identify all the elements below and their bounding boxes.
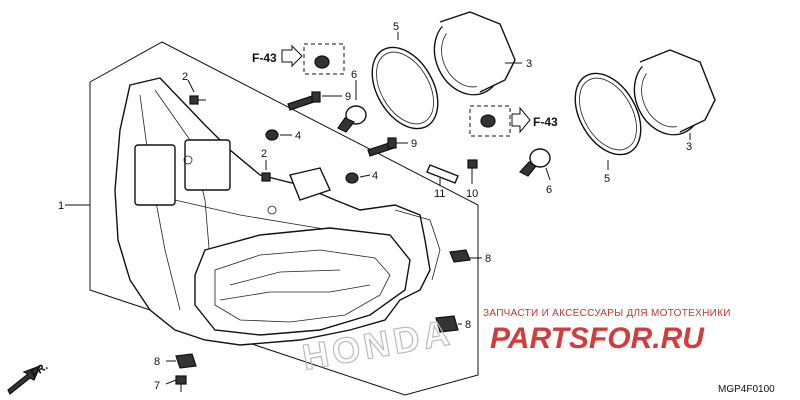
cover-3-lower: [633, 49, 716, 140]
watermark-caption: ЗАПЧАСТИ И АКСЕССУАРЫ ДЛЯ МОТОТЕХНИКИ: [483, 308, 731, 319]
seal-ring-5-upper: [371, 32, 439, 130]
ref-label-right: F-43: [533, 115, 558, 129]
clip-8-bottom: [166, 353, 197, 369]
bulb-6-upper: [337, 80, 367, 133]
screw-2-upper: [187, 79, 206, 105]
headlight-housing: [114, 77, 441, 346]
bulb-6-lower: [519, 148, 551, 181]
ref-f43-left: [281, 43, 345, 75]
callout-8-right-upper: 8: [485, 253, 491, 265]
assembly-frame: [89, 41, 479, 396]
callout-8-right-lower: 8: [465, 319, 471, 331]
ref-f43-right: [469, 105, 531, 137]
callout-2-lower: 2: [261, 148, 267, 160]
diagram-code: MGP4F0100: [718, 384, 775, 395]
grommet-4-upper: [265, 129, 292, 141]
screw-2-lower: [261, 160, 271, 182]
seal-ring-5-lower: [574, 72, 642, 170]
callout-9-upper: 9: [345, 91, 351, 103]
bolt-9-upper: [287, 91, 342, 111]
callout-3-upper: 3: [526, 58, 532, 70]
callout-10: 10: [466, 188, 478, 200]
callout-11: 11: [434, 188, 445, 200]
callout-9-lower: 9: [411, 138, 417, 150]
callout-7: 7: [154, 380, 160, 392]
callout-8-bottom: 8: [154, 356, 160, 368]
front-arrow-icon: [7, 364, 42, 395]
connector-11: [426, 164, 459, 186]
bolt-9-lower: [367, 137, 408, 157]
screw-7: [165, 375, 187, 392]
clip-8-right-lower: [435, 315, 462, 333]
callout-5-upper: 5: [393, 21, 399, 33]
ref-label-left: F-43: [252, 51, 277, 65]
callout-6-lower: 6: [546, 184, 552, 196]
grommet-4-lower: [345, 172, 371, 184]
callout-1: 1: [58, 200, 64, 212]
callout-5-lower: 5: [604, 173, 610, 185]
callout-6-upper: 6: [351, 69, 357, 81]
callout-4-upper: 4: [295, 130, 301, 142]
watermark-site: PARTSFOR.RU: [490, 322, 705, 355]
callout-4-lower: 4: [372, 170, 378, 182]
bolt-10: [467, 159, 478, 184]
clip-8-right-upper: [449, 249, 482, 263]
cover-3-upper: [433, 11, 522, 96]
callout-3-lower: 3: [686, 141, 692, 153]
callout-2-upper: 2: [182, 71, 188, 83]
